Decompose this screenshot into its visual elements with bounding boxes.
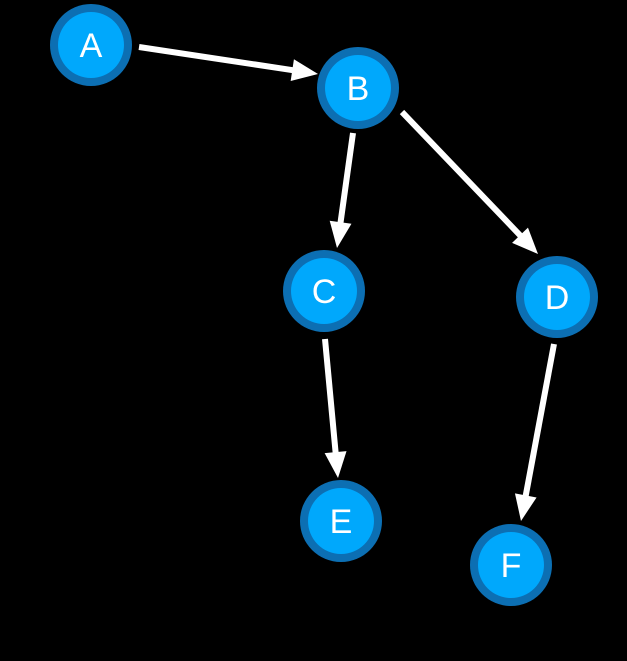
node-label: A	[80, 27, 103, 65]
node-label: C	[312, 273, 337, 311]
node-d[interactable]: D	[516, 256, 598, 338]
node-label: E	[330, 503, 353, 541]
edge-line	[138, 44, 296, 74]
node-fill	[325, 55, 391, 121]
node-c[interactable]: C	[283, 250, 365, 332]
edge-line	[522, 343, 557, 499]
node-e[interactable]: E	[300, 480, 382, 562]
node-a[interactable]: A	[50, 4, 132, 86]
edge-a-to-b[interactable]	[138, 44, 318, 81]
edge-b-to-c[interactable]	[329, 132, 356, 248]
edge-c-to-e[interactable]	[322, 338, 347, 478]
edge-d-to-f[interactable]	[514, 343, 557, 521]
node-label: F	[501, 547, 522, 585]
nodes-layer: A B C D E F	[50, 4, 598, 606]
node-b[interactable]: B	[317, 47, 399, 129]
node-label: D	[545, 279, 570, 317]
edge-line	[399, 109, 525, 240]
node-label: B	[347, 70, 370, 108]
node-fill	[308, 488, 374, 554]
edge-line	[337, 132, 356, 226]
edges-layer	[138, 44, 557, 521]
node-fill	[58, 12, 124, 78]
arrowhead-icon	[290, 59, 318, 81]
arrowhead-icon	[514, 493, 537, 521]
node-fill	[291, 258, 357, 324]
edge-b-to-d[interactable]	[399, 109, 538, 254]
node-fill	[478, 532, 544, 598]
arrowhead-icon	[324, 451, 347, 478]
arrowhead-icon	[329, 220, 352, 248]
edge-line	[322, 338, 339, 456]
node-f[interactable]: F	[470, 524, 552, 606]
arrowhead-icon	[512, 227, 538, 254]
node-fill	[524, 264, 590, 330]
